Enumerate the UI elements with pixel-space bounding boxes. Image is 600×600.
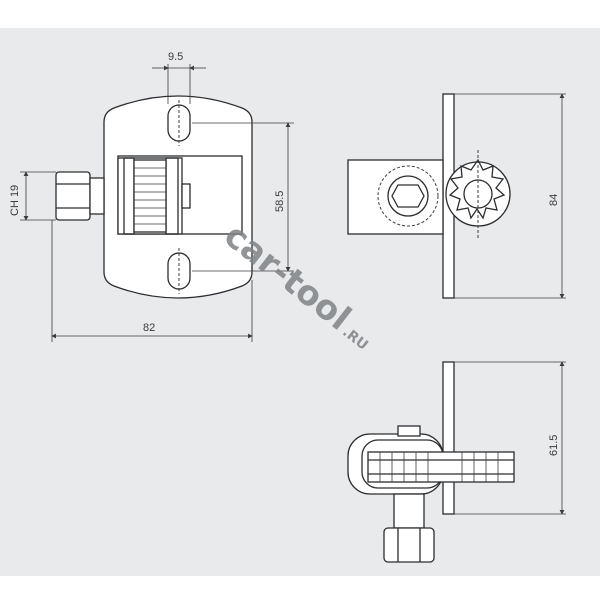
gear-rack <box>367 451 515 483</box>
dim-side-height: 84 <box>548 194 560 206</box>
hex-nut-ch19 <box>55 171 91 221</box>
nut-shaft <box>89 177 105 215</box>
gear-right <box>445 150 511 240</box>
dim-hole-width: 9.5 <box>168 51 183 63</box>
bottom-view: 61.5 <box>347 361 566 563</box>
drawing-background <box>0 28 600 576</box>
axle-cap <box>181 183 191 209</box>
gear-left <box>377 165 439 227</box>
bottom-plate <box>442 361 455 515</box>
dim-total-width: 82 <box>143 322 155 334</box>
side-view: 84 <box>347 93 566 299</box>
watermark-suffix: .RU <box>339 324 370 354</box>
top-screw <box>397 425 421 437</box>
hex-nut-lower <box>383 527 435 563</box>
dim-height-holes: 58.5 <box>274 191 286 212</box>
dim-hex-size: CH 19 <box>9 185 21 216</box>
dim-bottom-height: 61.5 <box>548 435 560 456</box>
shaft-lower <box>393 493 425 529</box>
front-view: 9.5 58.5 CH 19 82 <box>9 51 294 342</box>
